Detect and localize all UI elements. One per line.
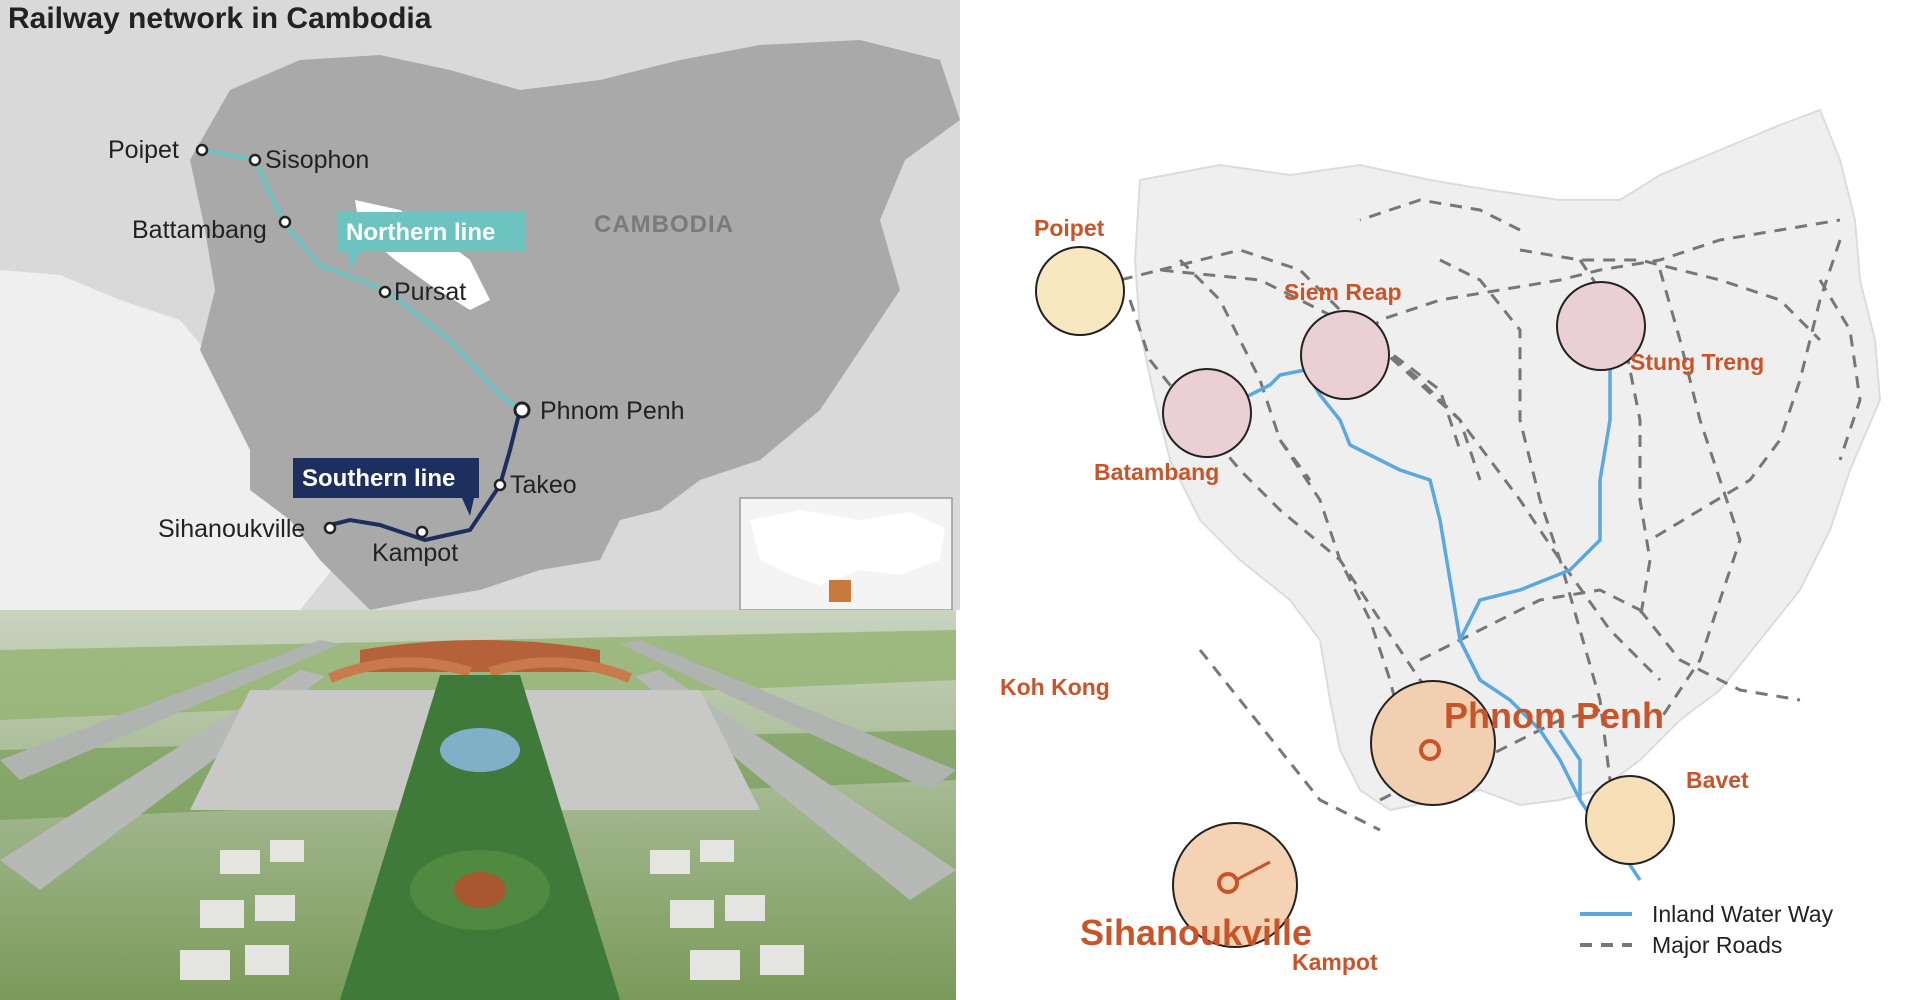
city-blocks — [180, 840, 804, 980]
river-tonle-sap — [1209, 368, 1642, 881]
label-koh-kong: Koh Kong — [1000, 674, 1110, 700]
transport-network-map: Poipet Siem Reap Batambang Stung Treng K… — [1000, 108, 1882, 975]
station-poipet — [195, 143, 209, 157]
station-kampot — [415, 525, 429, 539]
cambodia-land-light — [1133, 108, 1882, 812]
map-title: Railway network in Cambodia — [8, 2, 432, 35]
inset-locator-map — [739, 497, 953, 610]
airport-render-image — [0, 610, 956, 1000]
circle-siem-reap — [1300, 310, 1390, 400]
country-label: CAMBODIA — [594, 211, 734, 238]
legend-roads-label: Major Roads — [1652, 932, 1782, 958]
transport-network-map-panel: Poipet Siem Reap Batambang Stung Treng K… — [960, 0, 1920, 1000]
circle-poipet — [1035, 246, 1125, 336]
label-phnom-penh: Phnom Penh — [540, 397, 685, 425]
circle-stung-treng — [1556, 281, 1646, 371]
station-takeo — [493, 478, 507, 492]
sihanoukville-marker — [1217, 872, 1239, 894]
railway-map: Poipet Sisophon Battambang Pursat Phnom … — [0, 0, 960, 610]
circle-batambang — [1162, 368, 1252, 458]
phnom-penh-marker — [1419, 739, 1441, 761]
lake — [440, 728, 520, 772]
northern-line-label: Northern line — [346, 219, 495, 246]
southern-line-tag — [293, 458, 479, 498]
label-poipet: Poipet — [1034, 215, 1105, 241]
circle-bavet — [1585, 775, 1675, 865]
dome-building — [454, 872, 506, 908]
label-phnom-penh: Phnom Penh — [1444, 695, 1664, 736]
station-pursat — [378, 285, 392, 299]
label-kampot: Kampot — [1292, 949, 1378, 975]
southern-line — [329, 409, 522, 543]
station-battambang — [278, 215, 292, 229]
label-takeo: Takeo — [510, 471, 577, 499]
northern-line — [201, 148, 522, 412]
label-poipet: Poipet — [108, 136, 179, 164]
railway-map-panel: Poipet Sisophon Battambang Pursat Phnom … — [0, 0, 960, 610]
major-roads — [1079, 198, 1862, 832]
city-circles — [1035, 246, 1675, 948]
runway-right — [620, 640, 956, 790]
station-phnom-penh — [513, 401, 531, 419]
airport-illustration — [0, 610, 956, 1000]
legend: Inland Water Way Major Roads — [1580, 901, 1834, 958]
label-pursat: Pursat — [394, 278, 466, 306]
legend-waterway-label: Inland Water Way — [1652, 901, 1834, 927]
green-corridor — [340, 675, 620, 1000]
label-kampot: Kampot — [372, 539, 458, 567]
label-bavet: Bavet — [1686, 767, 1749, 793]
inset-marker — [829, 580, 851, 602]
gulf-land — [0, 270, 340, 610]
runway-left — [0, 640, 340, 780]
label-stung-treng: Stung Treng — [1630, 349, 1764, 375]
station-sisophon — [248, 153, 262, 167]
label-sisophon: Sisophon — [265, 146, 369, 174]
label-sihanoukville: Sihanoukville — [1080, 912, 1312, 953]
label-siem-reap: Siem Reap — [1284, 279, 1402, 305]
label-batambang: Batambang — [1094, 459, 1219, 485]
southern-line-label: Southern line — [302, 465, 455, 492]
label-sihanoukville: Sihanoukville — [158, 515, 305, 543]
station-sihanoukville — [323, 521, 337, 535]
northern-line-tag — [338, 212, 526, 252]
label-battambang: Battambang — [132, 216, 267, 244]
